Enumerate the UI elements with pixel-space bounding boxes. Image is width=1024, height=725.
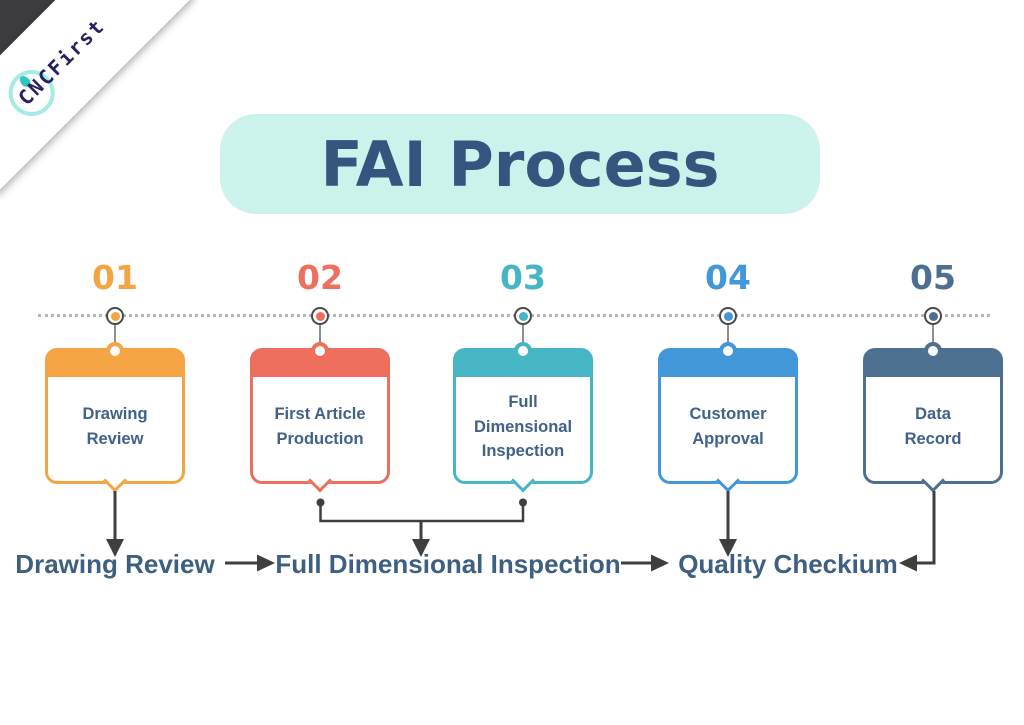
card-label: Customer Approval (689, 405, 767, 448)
step-number: 02 (297, 258, 343, 297)
timeline-marker (311, 307, 329, 325)
card-label: First Article Production (274, 405, 366, 448)
marker-connector (114, 325, 116, 348)
timeline-marker (924, 307, 942, 325)
pin-circle (514, 342, 532, 360)
flow-node-drawing-review: Drawing Review (15, 549, 215, 579)
arrowhead-down-merged (412, 539, 430, 557)
step-card: Data Record (863, 342, 1003, 493)
connector-dot-step3 (519, 498, 527, 507)
arrowhead-down-step1 (106, 539, 124, 557)
elbow-from-step5 (916, 491, 936, 565)
marker-connector (522, 325, 524, 348)
arrowhead-down-step4 (719, 539, 737, 557)
card-label: Full Dimensional Inspection (473, 392, 573, 461)
step-number: 03 (500, 258, 546, 297)
step-number: 04 (705, 258, 751, 297)
timeline-step-02: 02 First Article Production (218, 258, 422, 498)
title-banner: FAI Process (220, 114, 820, 214)
timeline-marker (514, 307, 532, 325)
marker-connector (932, 325, 934, 348)
pin-circle (924, 342, 942, 360)
timeline-step-05: 05 Data Record (831, 258, 1024, 498)
corner-ribbon: CNCFirst (0, 0, 210, 210)
step-number: 01 (92, 258, 138, 297)
step-card: Customer Approval (658, 342, 798, 493)
pin-circle (311, 342, 329, 360)
arrowhead-node2 (257, 554, 275, 572)
timeline-marker (719, 307, 737, 325)
page-title: FAI Process (320, 127, 720, 201)
flow-node-quality-checkium: Quality Checkium (678, 549, 898, 579)
timeline-marker (106, 307, 124, 325)
flow-node-full-dimensional-inspection: Full Dimensional Inspection (275, 549, 621, 579)
pin-circle (106, 342, 124, 360)
marker-connector (319, 325, 321, 348)
timeline-step-04: 04 Customer Approval (626, 258, 830, 498)
step-number: 05 (910, 258, 956, 297)
step-card: Drawing Review (45, 342, 185, 493)
step-card: Full Dimensional Inspection (453, 342, 593, 493)
timeline-step-03: 03 Full Dimensional Inspection (421, 258, 625, 498)
arrowhead-left-step5 (899, 554, 917, 572)
arrowhead-node3 (651, 554, 669, 572)
card-label: Drawing Review (82, 405, 148, 448)
timeline-step-01: 01 Drawing Review (13, 258, 217, 498)
connector-dot-step2 (316, 498, 325, 507)
merge-line-steps-2-3 (319, 504, 525, 523)
pin-circle (719, 342, 737, 360)
step-card: First Article Production (250, 342, 390, 493)
marker-connector (727, 325, 729, 348)
card-label: Data Record (904, 405, 962, 448)
